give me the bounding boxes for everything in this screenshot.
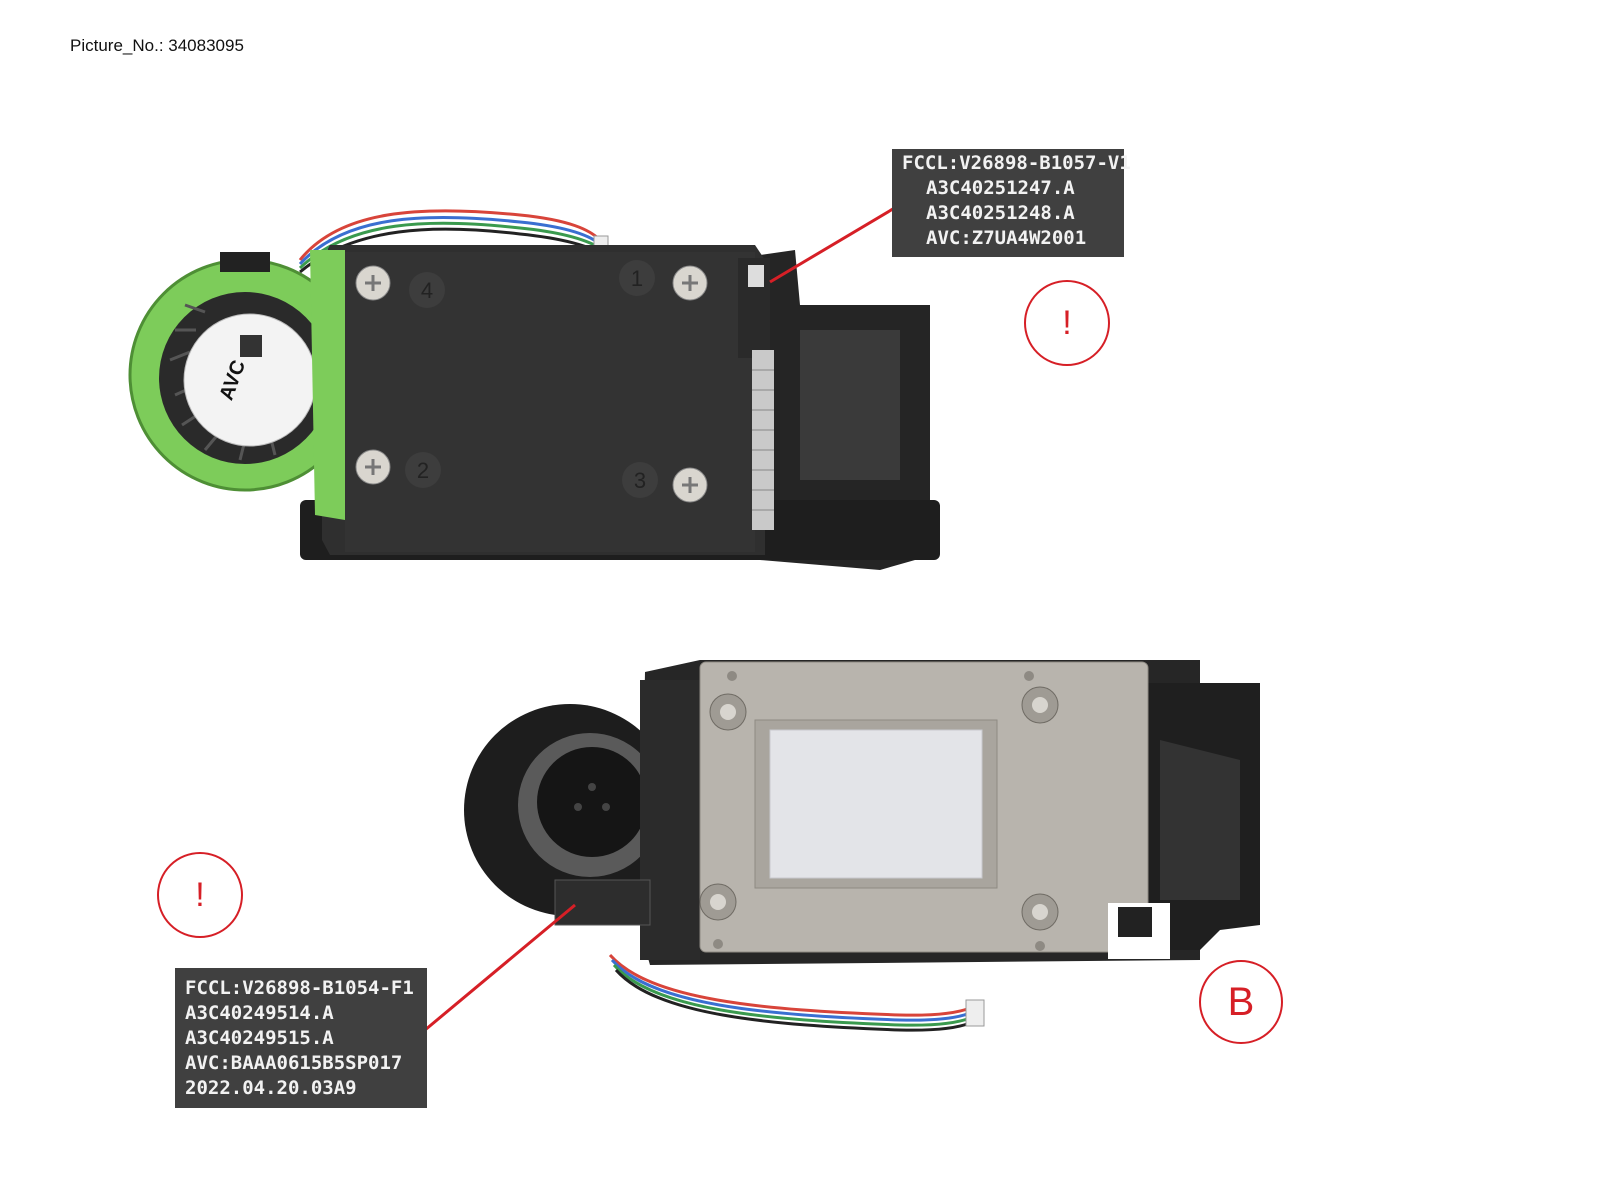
side-qr (748, 265, 764, 287)
fan-cable-red (298, 209, 602, 261)
heatsink-screw-top-right (1021, 686, 1059, 724)
heatsink-screw-bottom-left (699, 883, 737, 921)
label-callout-top: FCCL:V26898-B1057-V1 A3C40251247.A A3C40… (892, 149, 1131, 257)
plate-number-2: 2 (417, 458, 429, 483)
bottom-cable-blue (610, 959, 971, 1022)
bottom-cable-red (608, 954, 971, 1017)
picture-number-caption: Picture_No.: 34083095 (70, 36, 244, 55)
thermal-pad (769, 729, 983, 879)
screw-2 (355, 449, 391, 485)
edge-connector-lines (752, 369, 774, 511)
blower-label-sticker (554, 879, 651, 926)
label-top-line-1: FCCL:V26898-B1057-V1 (902, 152, 1131, 174)
blower-hub (537, 747, 647, 857)
label-bottom-line-4: AVC:BAAA0615B5SP017 (185, 1052, 403, 1074)
bottom-view-assembly (464, 660, 1260, 1032)
label-callout-bottom: FCCL:V26898-B1054-F1 A3C40249514.A A3C40… (175, 968, 427, 1108)
label-top-line-3: A3C40251248.A (926, 202, 1075, 224)
bottom-duct-inner (1160, 740, 1240, 900)
fan-sticker-qr (240, 335, 262, 357)
qr-code (1118, 907, 1152, 937)
plate-number-3: 3 (634, 468, 646, 493)
fan-cable-green (298, 221, 601, 270)
edge-connector-pins (752, 350, 774, 530)
top-view-assembly: AVC 4 1 2 3 (128, 209, 940, 570)
plate-number-1: 1 (631, 266, 643, 291)
view-b-marker: B (1199, 960, 1283, 1044)
label-bottom-line-5: 2022.04.20.03A9 (185, 1077, 357, 1099)
warning-marker-bottom: ! (157, 852, 243, 938)
heatsink-screw-bottom-right (1021, 893, 1059, 931)
screw-1 (672, 265, 708, 301)
fan-clip (220, 252, 270, 272)
label-bottom-line-3: A3C40249515.A (185, 1027, 334, 1049)
heatsink-screw-top-left (709, 693, 747, 731)
screw-3 (672, 467, 708, 503)
plate-number-4: 4 (421, 278, 433, 303)
fan-hub-sticker (183, 313, 317, 447)
label-bottom-line-1: FCCL:V26898-B1054-F1 (185, 977, 414, 999)
screw-4 (355, 265, 391, 301)
bottom-cable-green (612, 964, 971, 1027)
cable-connector-bottom (965, 999, 985, 1027)
duct-inner (800, 330, 900, 480)
fan-cable-blue (298, 215, 601, 266)
cover-green-edge (310, 250, 345, 520)
label-top-line-4: AVC:Z7UA4W2001 (926, 227, 1087, 249)
leader-line-bottom (424, 903, 576, 1032)
warning-marker-top: ! (1024, 280, 1110, 366)
label-top-line-2: A3C40251247.A (926, 177, 1075, 199)
leader-line-top (769, 198, 909, 284)
bottom-cable-black (614, 969, 971, 1032)
label-bottom-line-2: A3C40249514.A (185, 1002, 334, 1024)
